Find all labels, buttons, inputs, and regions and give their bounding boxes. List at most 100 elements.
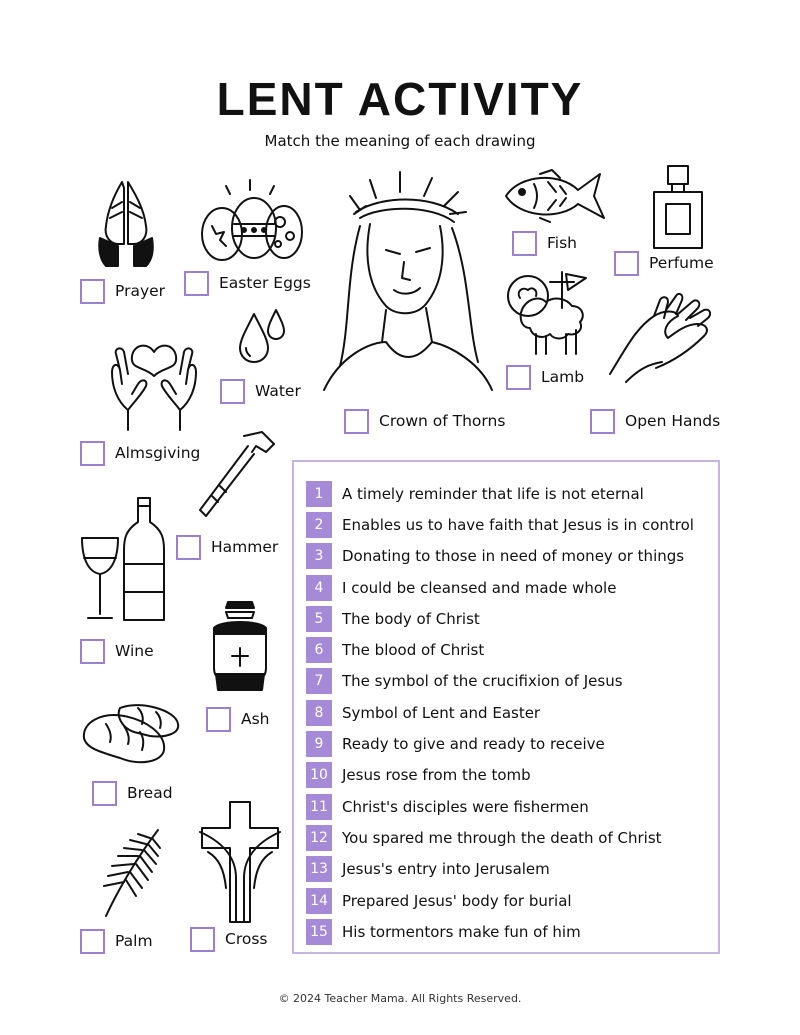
checkbox[interactable] (506, 364, 531, 390)
option-hammer[interactable]: Hammer (176, 532, 278, 562)
clue-number: 14 (306, 887, 332, 914)
page-subtitle: Match the meaning of each drawing (264, 132, 536, 150)
option-label: Cross (225, 930, 268, 948)
clue-item: 10 Jesus rose from the tomb (306, 760, 694, 791)
clue-item: 1 A timely reminder that life is not eter… (306, 478, 694, 509)
clue-number: 12 (306, 824, 332, 851)
lamb-icon (506, 268, 594, 358)
option-water[interactable]: Water (220, 376, 301, 406)
palm-icon (98, 826, 164, 918)
checkbox[interactable] (80, 638, 105, 664)
clue-item: 4 I could be cleansed and made whole (306, 572, 694, 603)
clue-panel: 1 A timely reminder that life is not eter… (292, 460, 720, 954)
clue-list: 1 A timely reminder that life is not eter… (306, 478, 694, 947)
fish-icon (500, 168, 608, 224)
checkbox[interactable] (92, 780, 117, 806)
option-label: Crown of Thorns (379, 412, 506, 430)
clue-number: 5 (306, 605, 332, 632)
clue-item: 9 Ready to give and ready to receive (306, 728, 694, 759)
clue-number: 11 (306, 793, 332, 820)
clue-number: 2 (306, 511, 332, 538)
clue-text: Symbol of Lent and Easter (342, 703, 541, 722)
checkbox[interactable] (220, 378, 245, 404)
clue-text: The body of Christ (342, 609, 480, 628)
checkbox[interactable] (344, 408, 369, 434)
clue-item: 7 The symbol of the crucifixion of Jesus (306, 666, 694, 697)
option-label: Fish (547, 234, 577, 252)
clue-number: 6 (306, 637, 332, 664)
cross-icon (196, 798, 284, 926)
clue-text: The symbol of the crucifixion of Jesus (342, 672, 623, 691)
option-label: Lamb (541, 368, 585, 386)
checkbox[interactable] (590, 408, 615, 434)
clue-item: 2 Enables us to have faith that Jesus is … (306, 509, 694, 540)
wine-icon (78, 494, 168, 624)
clue-number: 1 (306, 480, 332, 507)
option-cross[interactable]: Cross (190, 924, 268, 954)
option-palm[interactable]: Palm (80, 926, 153, 956)
option-label: Bread (127, 784, 173, 802)
clue-text: Prepared Jesus' body for burial (342, 891, 572, 910)
jesus-crown-of-thorns-icon (320, 166, 496, 392)
clue-item: 14 Prepared Jesus' body for burial (306, 885, 694, 916)
clue-text: Ready to give and ready to receive (342, 735, 605, 754)
checkbox[interactable] (512, 230, 537, 256)
checkbox[interactable] (80, 440, 105, 466)
checkbox[interactable] (80, 928, 105, 954)
clue-item: 15 His tormentors make fun of him (306, 916, 694, 947)
perfume-bottle-icon (646, 162, 710, 252)
clue-text: Enables us to have faith that Jesus is i… (342, 515, 694, 534)
checkbox[interactable] (206, 706, 231, 732)
page-title: LENT ACTIVITY (216, 73, 584, 125)
option-label: Wine (115, 642, 154, 660)
option-label: Hammer (211, 538, 279, 556)
clue-number: 13 (306, 856, 332, 883)
clue-text: I could be cleansed and made whole (342, 578, 617, 597)
urn-icon (206, 598, 274, 692)
easter-eggs-icon (198, 176, 306, 264)
clue-text: A timely reminder that life is not etern… (342, 484, 644, 503)
clue-text: Jesus rose from the tomb (342, 766, 531, 785)
clue-number: 4 (306, 574, 332, 601)
option-label: Ash (241, 710, 270, 728)
option-open-hands[interactable]: Open Hands (590, 406, 720, 436)
bread-icon (80, 696, 182, 768)
option-prayer[interactable]: Prayer (80, 276, 165, 306)
option-easter-eggs[interactable]: Easter Eggs (184, 268, 311, 298)
clue-number: 9 (306, 731, 332, 758)
clue-text: His tormentors make fun of him (342, 922, 581, 941)
clue-number: 10 (306, 762, 332, 789)
checkbox[interactable] (80, 278, 105, 304)
option-almsgiving[interactable]: Almsgiving (80, 438, 200, 468)
clue-number: 8 (306, 699, 332, 726)
hands-heart-icon (104, 338, 204, 432)
option-fish[interactable]: Fish (512, 228, 577, 258)
clue-text: Donating to those in need of money or th… (342, 547, 685, 566)
clue-text: Christ's disciples were fishermen (342, 797, 589, 816)
clue-number: 7 (306, 668, 332, 695)
option-crown-of-thorns[interactable]: Crown of Thorns (344, 406, 505, 436)
clue-item: 3 Donating to those in need of money or t… (306, 541, 694, 572)
clue-number: 3 (306, 543, 332, 570)
option-label: Palm (115, 932, 153, 950)
option-perfume[interactable]: Perfume (614, 248, 714, 278)
option-label: Prayer (115, 282, 166, 300)
praying-hands-icon (92, 178, 160, 270)
checkbox[interactable] (176, 534, 201, 560)
open-hands-icon (606, 288, 716, 384)
option-bread[interactable]: Bread (92, 778, 173, 808)
checkbox[interactable] (184, 270, 209, 296)
clue-text: The blood of Christ (342, 641, 485, 660)
clue-item: 11 Christ's disciples were fishermen (306, 791, 694, 822)
checkbox[interactable] (190, 926, 215, 952)
option-label: Perfume (649, 254, 714, 272)
option-ash[interactable]: Ash (206, 704, 270, 734)
checkbox[interactable] (614, 250, 639, 276)
option-lamb[interactable]: Lamb (506, 362, 584, 392)
hammer-icon (194, 428, 280, 520)
option-wine[interactable]: Wine (80, 636, 154, 666)
option-label: Almsgiving (115, 444, 201, 462)
clue-number: 15 (306, 918, 332, 945)
